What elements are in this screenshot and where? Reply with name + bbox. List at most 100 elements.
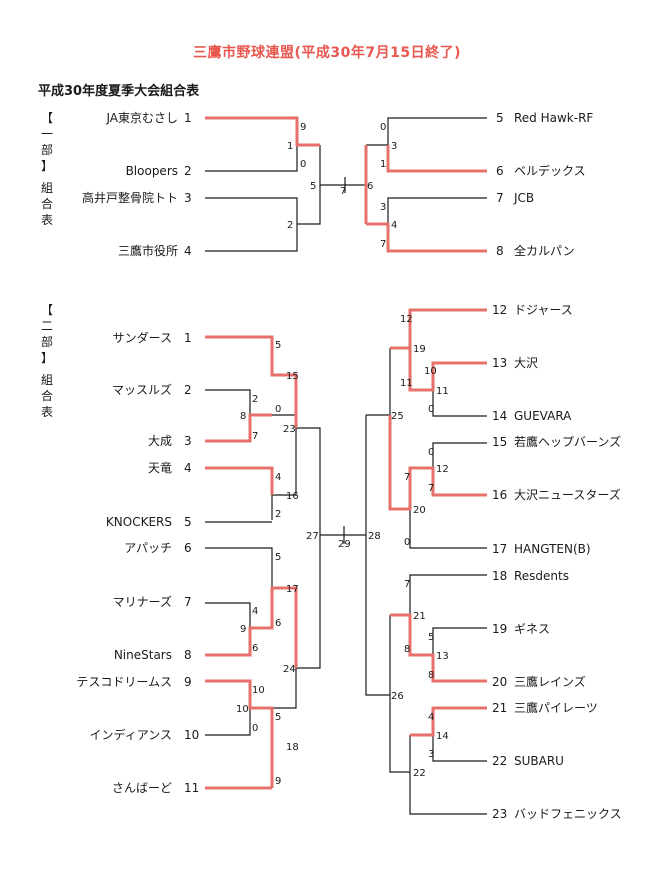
- d2-match-number: 25: [391, 411, 404, 422]
- d2-line: [389, 615, 410, 773]
- d2-team-seed: 15: [492, 435, 507, 449]
- d2-team-seed: 14: [492, 409, 507, 423]
- d2-team-seed: 18: [492, 569, 507, 583]
- d2-win-line: [205, 466, 274, 495]
- d2-match-number: 11: [436, 386, 449, 397]
- division1-label-char: 一: [40, 127, 53, 141]
- d2-line: [205, 708, 251, 736]
- d2-match-number: 8: [240, 411, 246, 422]
- d2-score: 7: [404, 579, 410, 590]
- d1-winner-lines: [205, 116, 487, 253]
- d2-win-line: [408, 348, 487, 392]
- d1-team-name: 高井戸整骨院トト: [82, 190, 178, 205]
- d2-score: 5: [275, 712, 281, 723]
- division1-label: 【 一 部 】 組 合 表: [38, 110, 56, 228]
- d2-team-name: マッスルズ: [112, 382, 172, 397]
- d2-team-seed: 7: [184, 595, 192, 609]
- d2-score: 5: [428, 632, 434, 643]
- d2-bracket-lines: [205, 348, 487, 815]
- d1-match-number: 1: [287, 141, 293, 152]
- d2-win-line: [205, 413, 272, 443]
- d2-team-name: さんばーど: [112, 781, 172, 795]
- division2-label-char: 表: [40, 405, 53, 419]
- d2-line: [432, 627, 487, 655]
- d2-score: 0: [404, 537, 410, 548]
- d2-match-number: 20: [413, 505, 426, 516]
- d2-team-name: 若鷹ヘップバーンズ: [514, 434, 621, 449]
- d2-score: 2: [252, 394, 258, 405]
- d2-win-line: [388, 415, 487, 511]
- d1-match-number: 7: [340, 186, 346, 197]
- d2-team-name: GUEVARA: [514, 409, 572, 423]
- d1-score: 6: [367, 181, 373, 192]
- d2-score: 6: [252, 643, 258, 654]
- division1-label-char: 部: [40, 143, 53, 157]
- d2-match-number: 19: [413, 344, 426, 355]
- d2-match-number: 22: [413, 768, 426, 779]
- d1-team-seed: 4: [184, 244, 192, 258]
- d2-win-line: [205, 335, 298, 428]
- d2-match-number: 15: [286, 371, 299, 382]
- d1-team-seed: 6: [496, 164, 504, 178]
- d2-line: [409, 574, 487, 615]
- d2-line: [432, 390, 487, 417]
- d1-match-number: 2: [287, 220, 293, 231]
- division2-label: 【 二 部 】 組 合 表: [38, 302, 56, 420]
- d2-win-line: [390, 613, 487, 683]
- d1-score: 3: [380, 202, 386, 213]
- d2-team-name: バッドフェニックス: [514, 807, 622, 821]
- d1-team-name: JCB: [513, 191, 534, 205]
- d2-team-seed: 1: [184, 331, 192, 345]
- d2-score: 7: [404, 472, 410, 483]
- division1-label-char: 合: [40, 197, 53, 211]
- division2-label-char: 二: [40, 319, 53, 333]
- division2-label-char: 合: [40, 389, 53, 403]
- d2-line: [205, 414, 297, 523]
- division1-label-char: 【: [40, 111, 53, 125]
- d2-team-seed: 16: [492, 488, 507, 502]
- d1-score: 7: [380, 239, 386, 250]
- page-subtitle: 平成30年度夏季大会組合表: [38, 84, 200, 99]
- d2-match-number: 9: [240, 624, 246, 635]
- d2-team-name: 天竜: [148, 461, 172, 475]
- d2-team-seed: 11: [184, 781, 199, 795]
- d2-match-number: 27: [306, 531, 319, 542]
- page-title: 三鷹市野球連盟(平成30年7月15日終了): [192, 45, 461, 61]
- d1-match-number: 3: [391, 141, 397, 152]
- d1-win-line: [205, 116, 320, 147]
- d2-team-name: ドジャース: [514, 303, 573, 317]
- d2-team-name: NineStars: [114, 648, 172, 662]
- d2-team-seed: 10: [184, 728, 199, 742]
- d1-team-seed: 1: [184, 111, 192, 125]
- division1-label-char: 】: [40, 159, 53, 173]
- d2-winner-lines: [205, 308, 487, 790]
- d2-team-seed: 21: [492, 701, 507, 715]
- d2-line: [205, 547, 273, 588]
- d2-score: 11: [400, 378, 413, 389]
- d2-line: [272, 668, 297, 709]
- d1-line: [205, 145, 321, 252]
- d2-team-seed: 23: [492, 807, 507, 821]
- d2-line: [432, 735, 487, 762]
- d2-team-seed: 9: [184, 675, 192, 689]
- d2-team-seed: 8: [184, 648, 192, 662]
- d1-team-seed: 3: [184, 191, 192, 205]
- d1-score: 5: [310, 181, 316, 192]
- d1-match-number: 4: [391, 220, 397, 231]
- d1-score: 1: [380, 159, 386, 170]
- d2-team-name: Resdents: [514, 569, 569, 583]
- d2-match-number: 18: [286, 742, 299, 753]
- d1-team-name: Bloopers: [126, 164, 178, 178]
- d1-team-name: Red Hawk-RF: [514, 111, 593, 125]
- d2-team-seed: 12: [492, 303, 507, 317]
- d2-score: 0: [428, 404, 434, 415]
- d2-win-line: [390, 308, 487, 350]
- d2-match-number: 14: [436, 731, 449, 742]
- d2-score: 9: [275, 776, 281, 787]
- d2-match-number: 17: [286, 584, 299, 595]
- d2-team-seed: 5: [184, 515, 192, 529]
- d2-line: [409, 509, 487, 549]
- d2-score: 0: [275, 404, 281, 415]
- d1-team-seed: 2: [184, 164, 192, 178]
- d2-line: [296, 427, 321, 669]
